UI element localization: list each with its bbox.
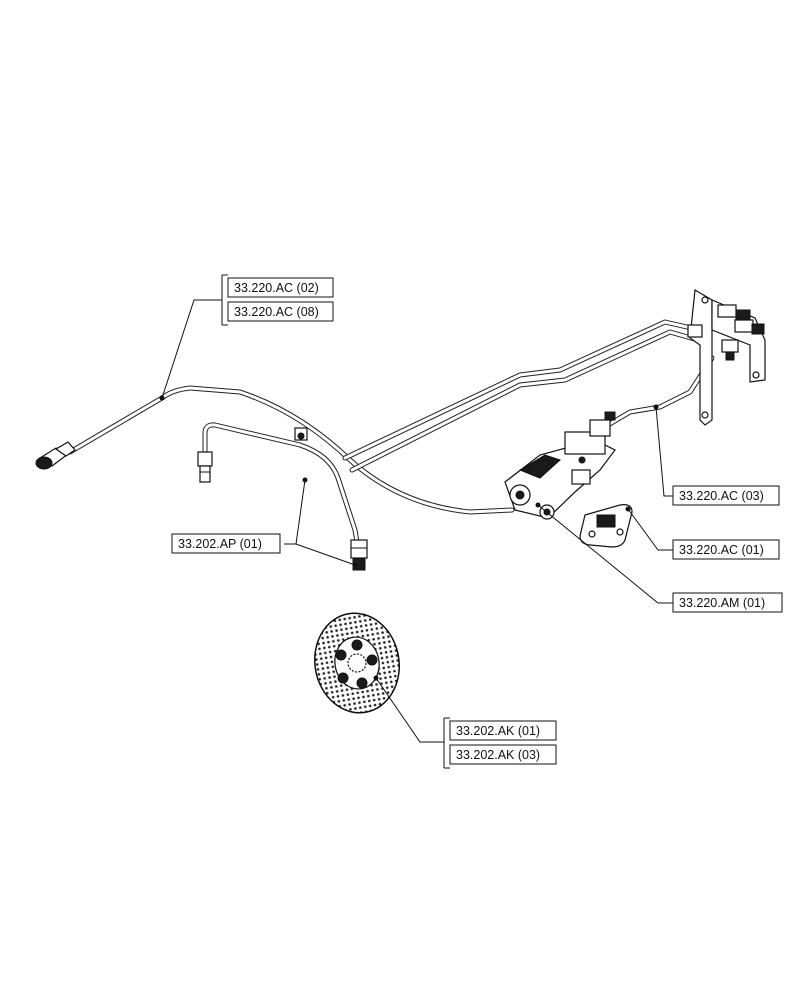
callout-brake-disc-1[interactable]: 33.202.AK (01) [449, 720, 557, 741]
brake-valve-assembly [504, 411, 616, 520]
svg-text:33.220.AC (03): 33.220.AC (03) [679, 489, 764, 503]
brake-disc [313, 612, 401, 714]
svg-text:33.220.AC (01): 33.220.AC (01) [679, 543, 764, 557]
svg-text:33.202.AK (03): 33.202.AK (03) [456, 748, 540, 762]
callout-brake-pipe-left[interactable]: 33.202.AP (01) [171, 533, 281, 554]
callout-brake-line-right[interactable]: 33.220.AC (03) [672, 485, 780, 506]
callout-brake-disc-2[interactable]: 33.202.AK (03) [449, 744, 557, 765]
brake-pipe-long-2 [342, 319, 703, 461]
callout-brake-line-top-1[interactable]: 33.220.AC (02) [227, 277, 334, 298]
svg-text:33.202.AP (01): 33.202.AP (01) [178, 537, 262, 551]
svg-text:33.220.AC (02): 33.220.AC (02) [234, 281, 319, 295]
callout-brake-line-top-2[interactable]: 33.220.AC (08) [227, 301, 334, 322]
brake-pipe-left-loop [202, 422, 361, 551]
leader-lines [161, 299, 779, 743]
brake-pipe-long-1 [67, 385, 515, 515]
cover-plate [579, 504, 633, 548]
leader-dots [159, 395, 659, 681]
brake-pipe-long-3 [349, 329, 708, 473]
svg-text:33.202.AK (01): 33.202.AK (01) [456, 724, 540, 738]
quick-coupler-fitting [35, 441, 76, 470]
svg-text:33.220.AC (08): 33.220.AC (08) [234, 305, 319, 319]
brake-pipe-right-return [605, 355, 715, 428]
small-clamp [294, 427, 308, 441]
callout-cover-plate[interactable]: 33.220.AC (01) [672, 539, 780, 560]
pipe-end-fitting-bottom [350, 539, 368, 571]
svg-text:33.220.AM (01): 33.220.AM (01) [679, 596, 765, 610]
callout-brake-line-top-group[interactable]: 33.220.AC (02) 33.220.AC (08) [221, 274, 334, 326]
bracket-fittings [687, 304, 765, 361]
pipe-end-fitting-top [197, 451, 213, 483]
callout-brake-disc-group[interactable]: 33.202.AK (01) 33.202.AK (03) [443, 717, 557, 769]
callout-valve-assembly[interactable]: 33.220.AM (01) [672, 592, 783, 613]
